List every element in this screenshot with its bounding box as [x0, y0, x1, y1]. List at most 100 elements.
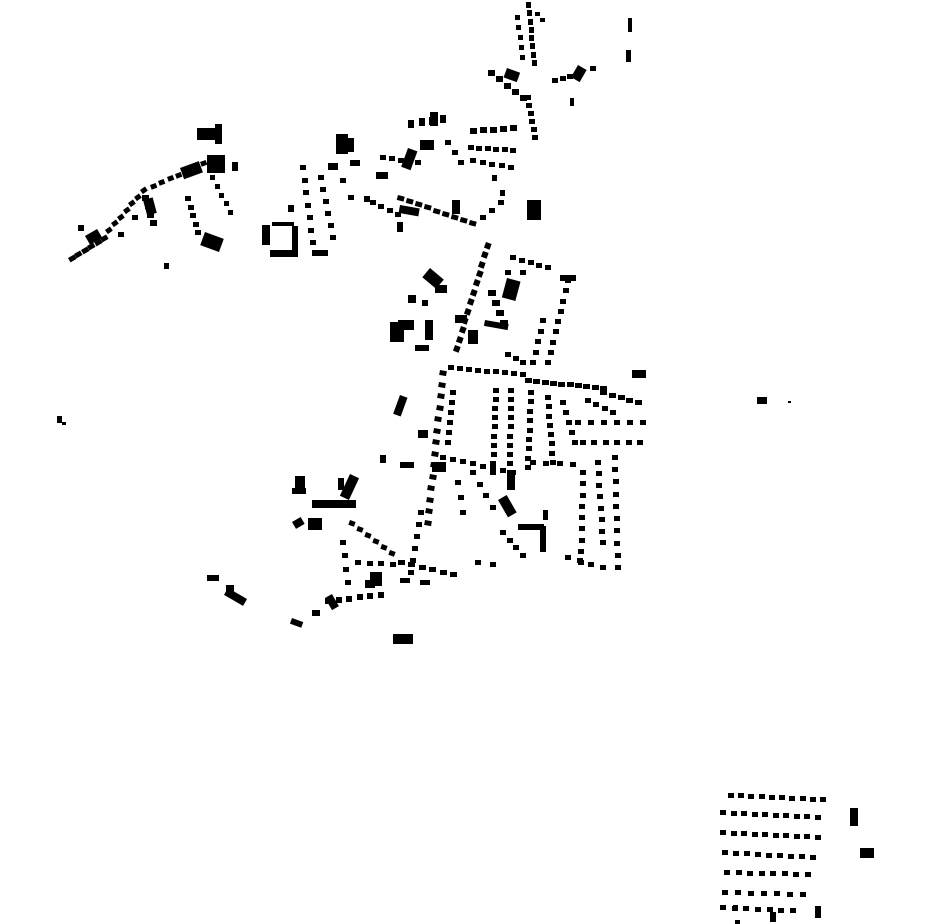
building [525, 95, 531, 100]
building [420, 580, 430, 585]
building [614, 420, 620, 425]
building [429, 473, 437, 481]
building [570, 462, 576, 467]
building [748, 891, 754, 896]
building [599, 517, 605, 522]
building [419, 565, 426, 570]
building [422, 300, 428, 306]
building [480, 160, 486, 165]
building [735, 920, 740, 924]
building [549, 441, 555, 446]
building [536, 263, 542, 268]
building [518, 524, 544, 530]
building [614, 528, 620, 533]
building [356, 526, 364, 533]
building [520, 360, 526, 365]
building [794, 834, 800, 839]
building [378, 592, 384, 598]
building [57, 416, 62, 423]
building [500, 530, 506, 535]
building [320, 187, 326, 192]
building [618, 395, 625, 400]
building [498, 200, 504, 205]
building [470, 158, 476, 163]
building [228, 210, 233, 215]
building [820, 797, 826, 802]
building [426, 497, 434, 504]
building [578, 549, 584, 554]
building [310, 240, 316, 245]
building [500, 190, 505, 196]
building [546, 414, 552, 419]
building [538, 329, 544, 334]
building [520, 55, 525, 60]
building [490, 466, 496, 471]
building [395, 212, 401, 217]
building [491, 443, 497, 448]
building [493, 397, 499, 402]
building [520, 95, 527, 101]
building [507, 538, 513, 543]
building [493, 369, 499, 374]
building [416, 522, 422, 527]
building [748, 794, 754, 799]
building [493, 147, 499, 152]
building [318, 175, 324, 180]
building [308, 518, 322, 530]
building [476, 146, 482, 151]
building [526, 2, 531, 8]
building [526, 446, 532, 451]
building [515, 15, 520, 20]
building [367, 561, 373, 566]
building [626, 398, 633, 403]
building [400, 578, 410, 583]
building [396, 194, 405, 202]
building [480, 251, 489, 259]
building [459, 217, 468, 224]
building [292, 488, 306, 494]
building [485, 146, 491, 151]
building [262, 225, 270, 245]
building [388, 549, 396, 557]
building [447, 420, 453, 425]
building [463, 308, 472, 316]
building [580, 493, 586, 498]
building [759, 794, 765, 799]
building [492, 300, 500, 306]
building [340, 178, 346, 183]
building [560, 400, 566, 405]
building [308, 228, 314, 233]
building [175, 171, 183, 179]
building [566, 420, 572, 425]
building [78, 225, 84, 231]
building [475, 269, 484, 278]
building [338, 478, 344, 490]
building [68, 254, 77, 263]
building [397, 222, 403, 232]
building [380, 155, 386, 160]
building [440, 455, 446, 460]
building [408, 570, 414, 575]
building [492, 406, 498, 411]
building [378, 561, 384, 566]
building [505, 352, 511, 357]
building [452, 200, 460, 214]
building [86, 242, 96, 251]
building [762, 812, 768, 817]
building [790, 908, 796, 913]
building [596, 483, 602, 488]
building [295, 476, 305, 494]
building [528, 390, 534, 395]
building [505, 270, 511, 275]
building [460, 510, 466, 515]
building [429, 567, 436, 572]
building [724, 870, 730, 875]
building [343, 567, 349, 572]
building [117, 213, 125, 222]
building [450, 213, 459, 221]
building [439, 369, 447, 377]
building [555, 319, 561, 324]
building [789, 796, 795, 801]
building [434, 416, 442, 423]
building [545, 360, 551, 365]
